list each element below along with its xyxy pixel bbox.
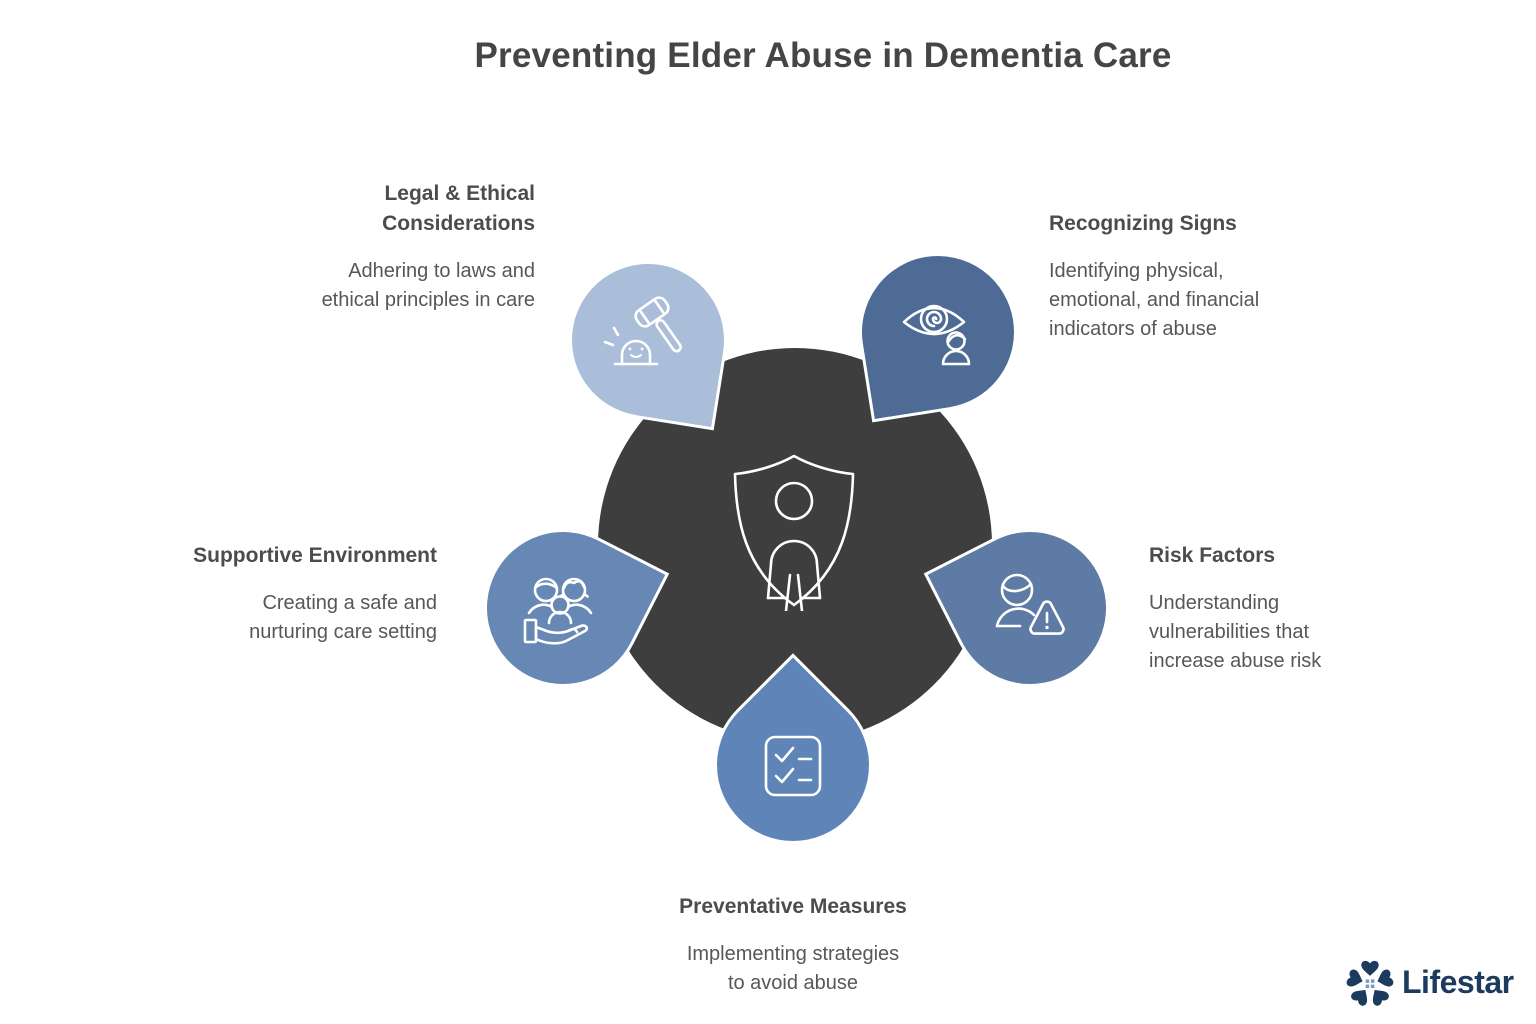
lifestar-logo: Lifestar xyxy=(1344,956,1514,1008)
node-description: Identifying physical, emotional, and fin… xyxy=(1049,260,1260,340)
checklist-icon xyxy=(751,725,835,809)
node-heading: Risk Factors xyxy=(1149,544,1276,567)
node-description: Creating a safe and nurturing care setti… xyxy=(249,592,437,643)
node-text-risk-factors: Risk Factors Understanding vulnerabiliti… xyxy=(1149,541,1469,676)
node-description: Understanding vulnerabilities that incre… xyxy=(1149,592,1322,672)
person-warning-icon xyxy=(986,564,1072,650)
node-heading: Supportive Environment xyxy=(193,544,437,567)
lifestar-star-icon xyxy=(1346,960,1394,1006)
family-hand-icon xyxy=(516,566,604,654)
node-description: Implementing strategies to avoid abuse xyxy=(686,943,900,994)
node-text-recognizing-signs: Recognizing Signs Identifying physical, … xyxy=(1049,209,1369,344)
shield-person-icon xyxy=(723,451,865,611)
node-heading: Recognizing Signs xyxy=(1049,212,1237,235)
page-title: Preventing Elder Abuse in Dementia Care xyxy=(474,36,1172,75)
node-text-preventative-measures: Preventative Measures Implementing strat… xyxy=(613,892,973,998)
node-heading: Preventative Measures xyxy=(679,895,907,918)
eye-icon xyxy=(896,288,982,374)
lifestar-logo-text: Lifestar xyxy=(1402,963,1514,1000)
node-description: Adhering to laws and ethical principles … xyxy=(321,260,535,311)
node-text-supportive-environment: Supportive Environment Creating a safe a… xyxy=(97,541,437,647)
node-heading: Legal & Ethical Considerations xyxy=(382,182,535,235)
gavel-icon xyxy=(598,288,682,372)
node-text-legal-ethical: Legal & Ethical Considerations Adhering … xyxy=(215,179,535,315)
